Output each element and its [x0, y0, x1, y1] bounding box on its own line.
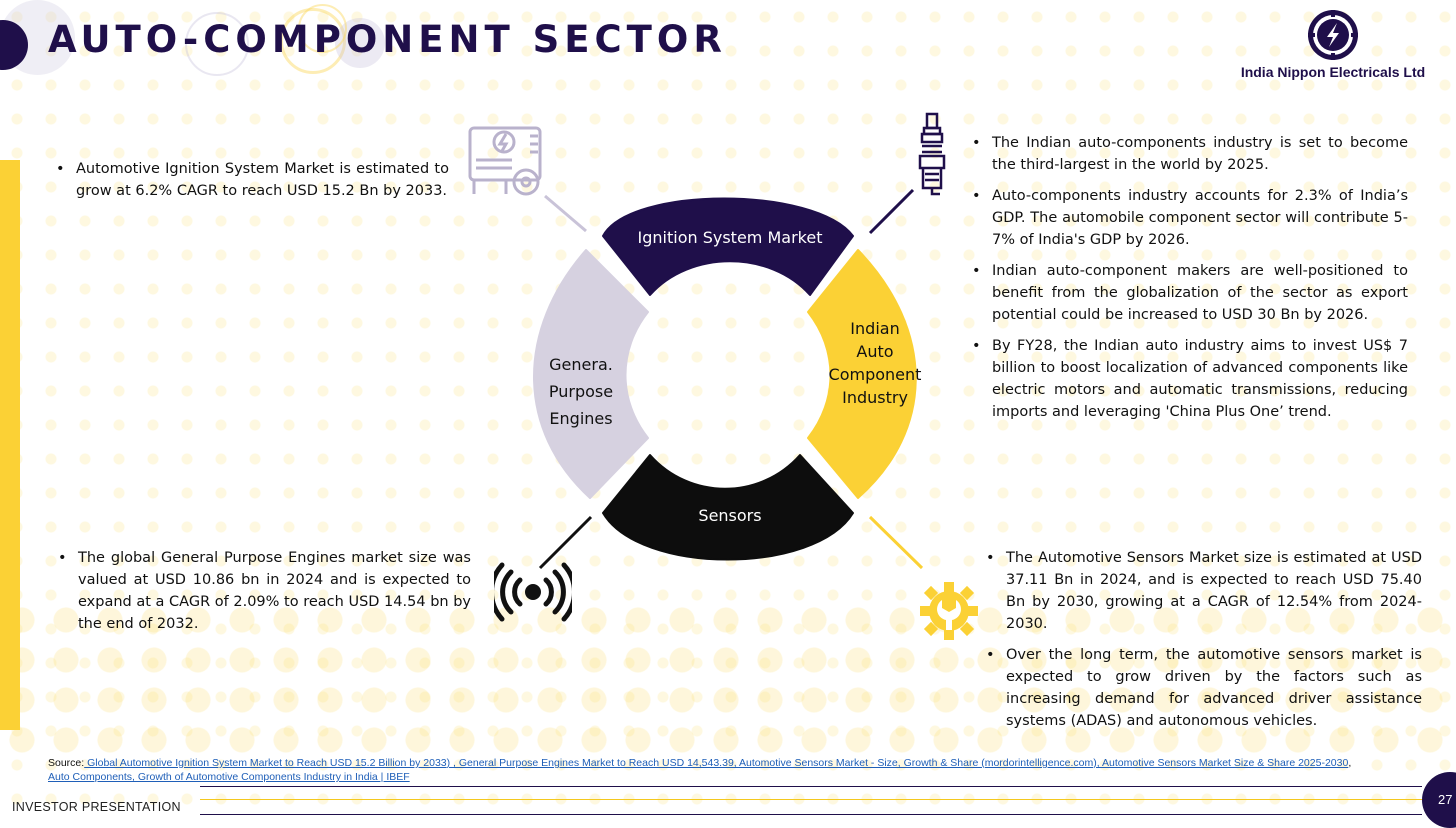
wheel-segment-sensors — [602, 454, 854, 561]
wheel-segment-industry — [807, 249, 917, 499]
wheel-label-line: Component — [828, 365, 922, 384]
wheel-label-line: Industry — [842, 388, 908, 407]
wheel-label-line: Genera. — [549, 355, 613, 374]
list-item: The Automotive Sensors Market size is es… — [984, 547, 1422, 635]
footer-rule — [200, 786, 1422, 787]
market-wheel — [533, 197, 917, 561]
company-logo: India Nippon Electricals Ltd — [1218, 8, 1448, 80]
decorative-circle — [185, 12, 249, 76]
footer-rule — [200, 799, 1422, 800]
company-name: India Nippon Electricals Ltd — [1240, 64, 1426, 80]
gear-wrench-icon — [920, 582, 978, 640]
source-separator: , — [1348, 757, 1352, 769]
industry-bullets: The Indian auto-components industry is s… — [970, 132, 1408, 432]
list-item: Auto-components industry accounts for 2.… — [970, 185, 1408, 251]
list-item: The Indian auto-components industry is s… — [970, 132, 1408, 176]
source-label: Source: — [48, 757, 85, 769]
left-accent-bar — [0, 160, 20, 730]
wheel-label-line: Engines — [549, 409, 613, 428]
generator-icon — [468, 126, 542, 196]
footer-label: INVESTOR PRESENTATION — [12, 800, 181, 814]
ignition-bullets: Automotive Ignition System Market is est… — [54, 158, 449, 211]
wheel-label-engines: Genera. Purpose Engines — [535, 351, 627, 432]
list-item: Over the long term, the automotive senso… — [984, 644, 1422, 732]
logo-emblem-icon — [1308, 10, 1358, 60]
decorative-circle — [298, 4, 347, 53]
source-link-ignition[interactable]: Global Automotive Ignition System Market… — [84, 757, 447, 769]
wheel-label-sensors: Sensors — [698, 506, 762, 525]
wheel-label-line: Indian — [850, 319, 900, 338]
wheel-segment-ignition — [602, 197, 854, 296]
page-title: AUTO-COMPONENT SECTOR — [48, 18, 727, 61]
source-citation: Source: Global Automotive Ignition Syste… — [48, 756, 1403, 784]
footer-rule — [200, 814, 1422, 815]
wheel-label-industry: Indian Auto Component Industry — [820, 317, 930, 409]
sensor-wave-icon — [494, 562, 572, 622]
sensors-bullets: The Automotive Sensors Market size is es… — [984, 547, 1422, 741]
engines-bullets: The global General Purpose Engines marke… — [56, 547, 471, 644]
wheel-label-line: Auto — [856, 342, 894, 361]
wheel-segment-engines — [533, 249, 649, 499]
list-item: The global General Purpose Engines marke… — [56, 547, 471, 635]
wheel-label-line: Purpose — [548, 382, 614, 401]
list-item: Indian auto-component makers are well-po… — [970, 260, 1408, 326]
wheel-label-ignition: Ignition System Market — [637, 228, 823, 247]
source-link-ibef[interactable]: Auto Components, Growth of Automotive Co… — [48, 771, 410, 783]
list-item: Automotive Ignition System Market is est… — [54, 158, 449, 202]
spark-plug-icon — [918, 112, 946, 196]
list-item: By FY28, the Indian auto industry aims t… — [970, 335, 1408, 423]
source-link-engines-sensors[interactable]: ) , General Purpose Engines Market to Re… — [446, 757, 1349, 769]
